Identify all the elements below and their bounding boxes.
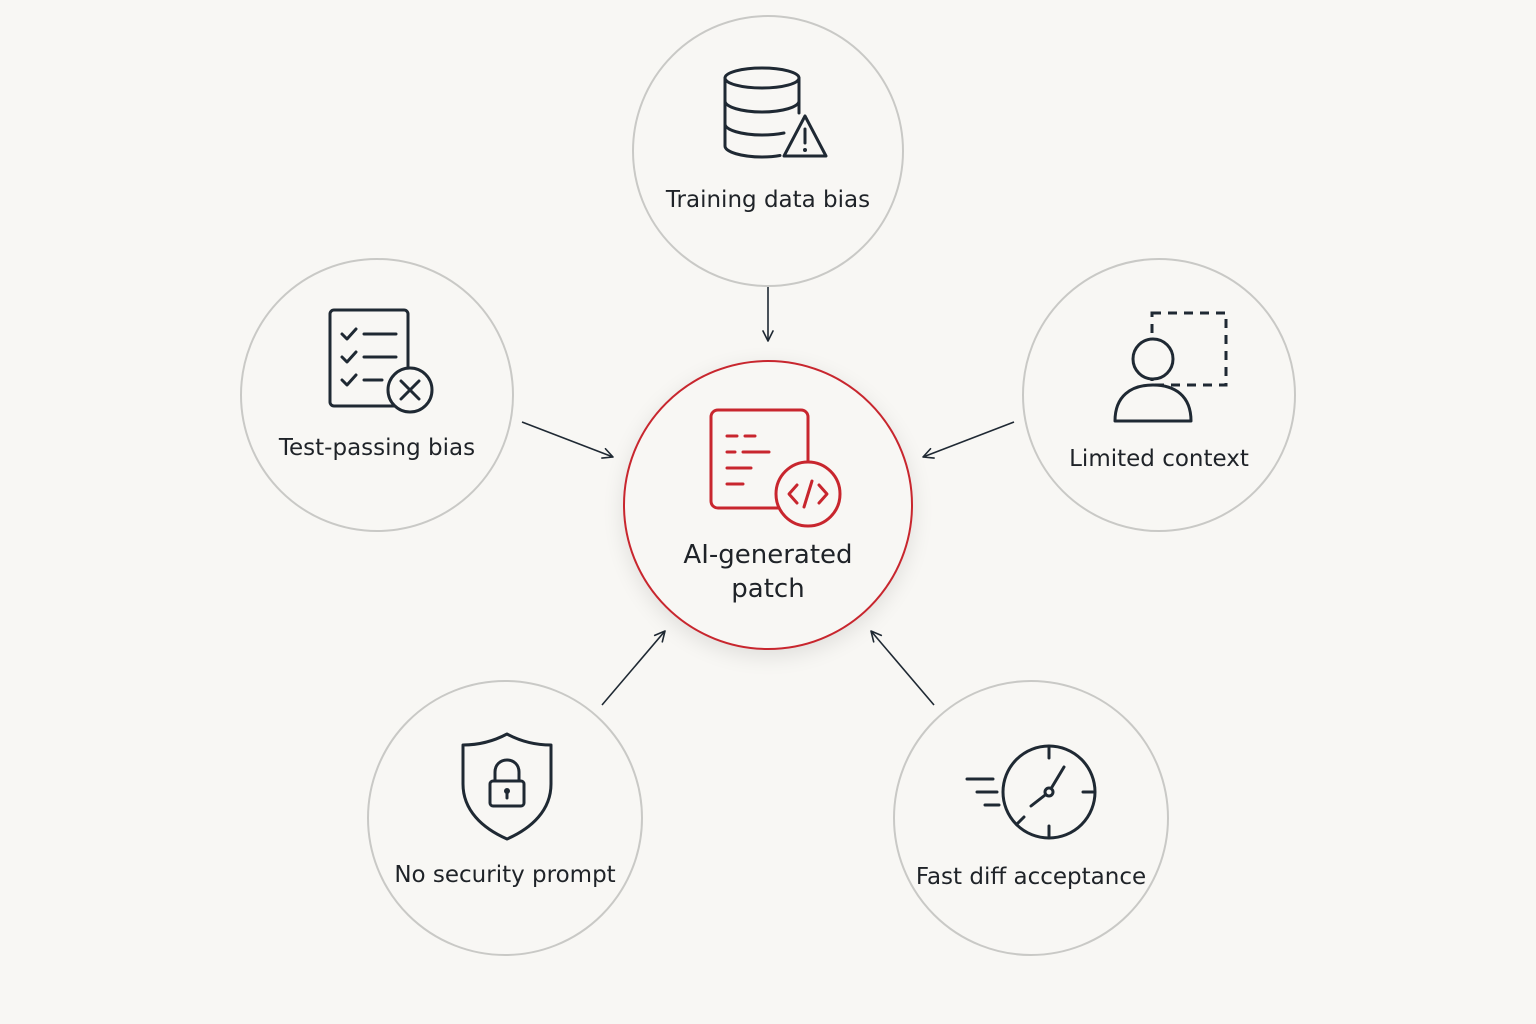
arrow-test-passing-bias xyxy=(521,421,614,459)
user-dashed-frame-icon xyxy=(1112,310,1232,426)
label-test-passing-bias: Test-passing bias xyxy=(278,435,476,461)
arrow-limited-context xyxy=(922,421,1015,459)
label-fast-diff-acceptance: Fast diff acceptance xyxy=(915,864,1147,890)
label-no-security-prompt: No security prompt xyxy=(394,862,616,888)
node-test-passing-bias: Test-passing bias xyxy=(240,258,514,532)
node-ai-generated-patch: AI-generated patch xyxy=(623,360,913,650)
node-limited-context: Limited context xyxy=(1022,258,1296,532)
node-training-data-bias: Training data bias xyxy=(632,15,904,287)
label-ai-generated-patch-line1: AI-generated xyxy=(683,540,853,570)
arrow-no-security-prompt xyxy=(601,630,666,706)
code-document-icon xyxy=(709,408,845,528)
fast-clock-icon xyxy=(965,742,1101,842)
shield-lock-icon xyxy=(460,732,554,842)
checklist-error-icon xyxy=(328,308,438,418)
label-training-data-bias: Training data bias xyxy=(665,187,871,213)
node-no-security-prompt: No security prompt xyxy=(367,680,643,956)
database-warning-icon xyxy=(722,65,832,165)
node-fast-diff-acceptance: Fast diff acceptance xyxy=(893,680,1169,956)
label-ai-generated-patch-line2: patch xyxy=(731,574,805,604)
arrow-fast-diff-acceptance xyxy=(870,630,935,706)
label-limited-context: Limited context xyxy=(1069,446,1249,472)
